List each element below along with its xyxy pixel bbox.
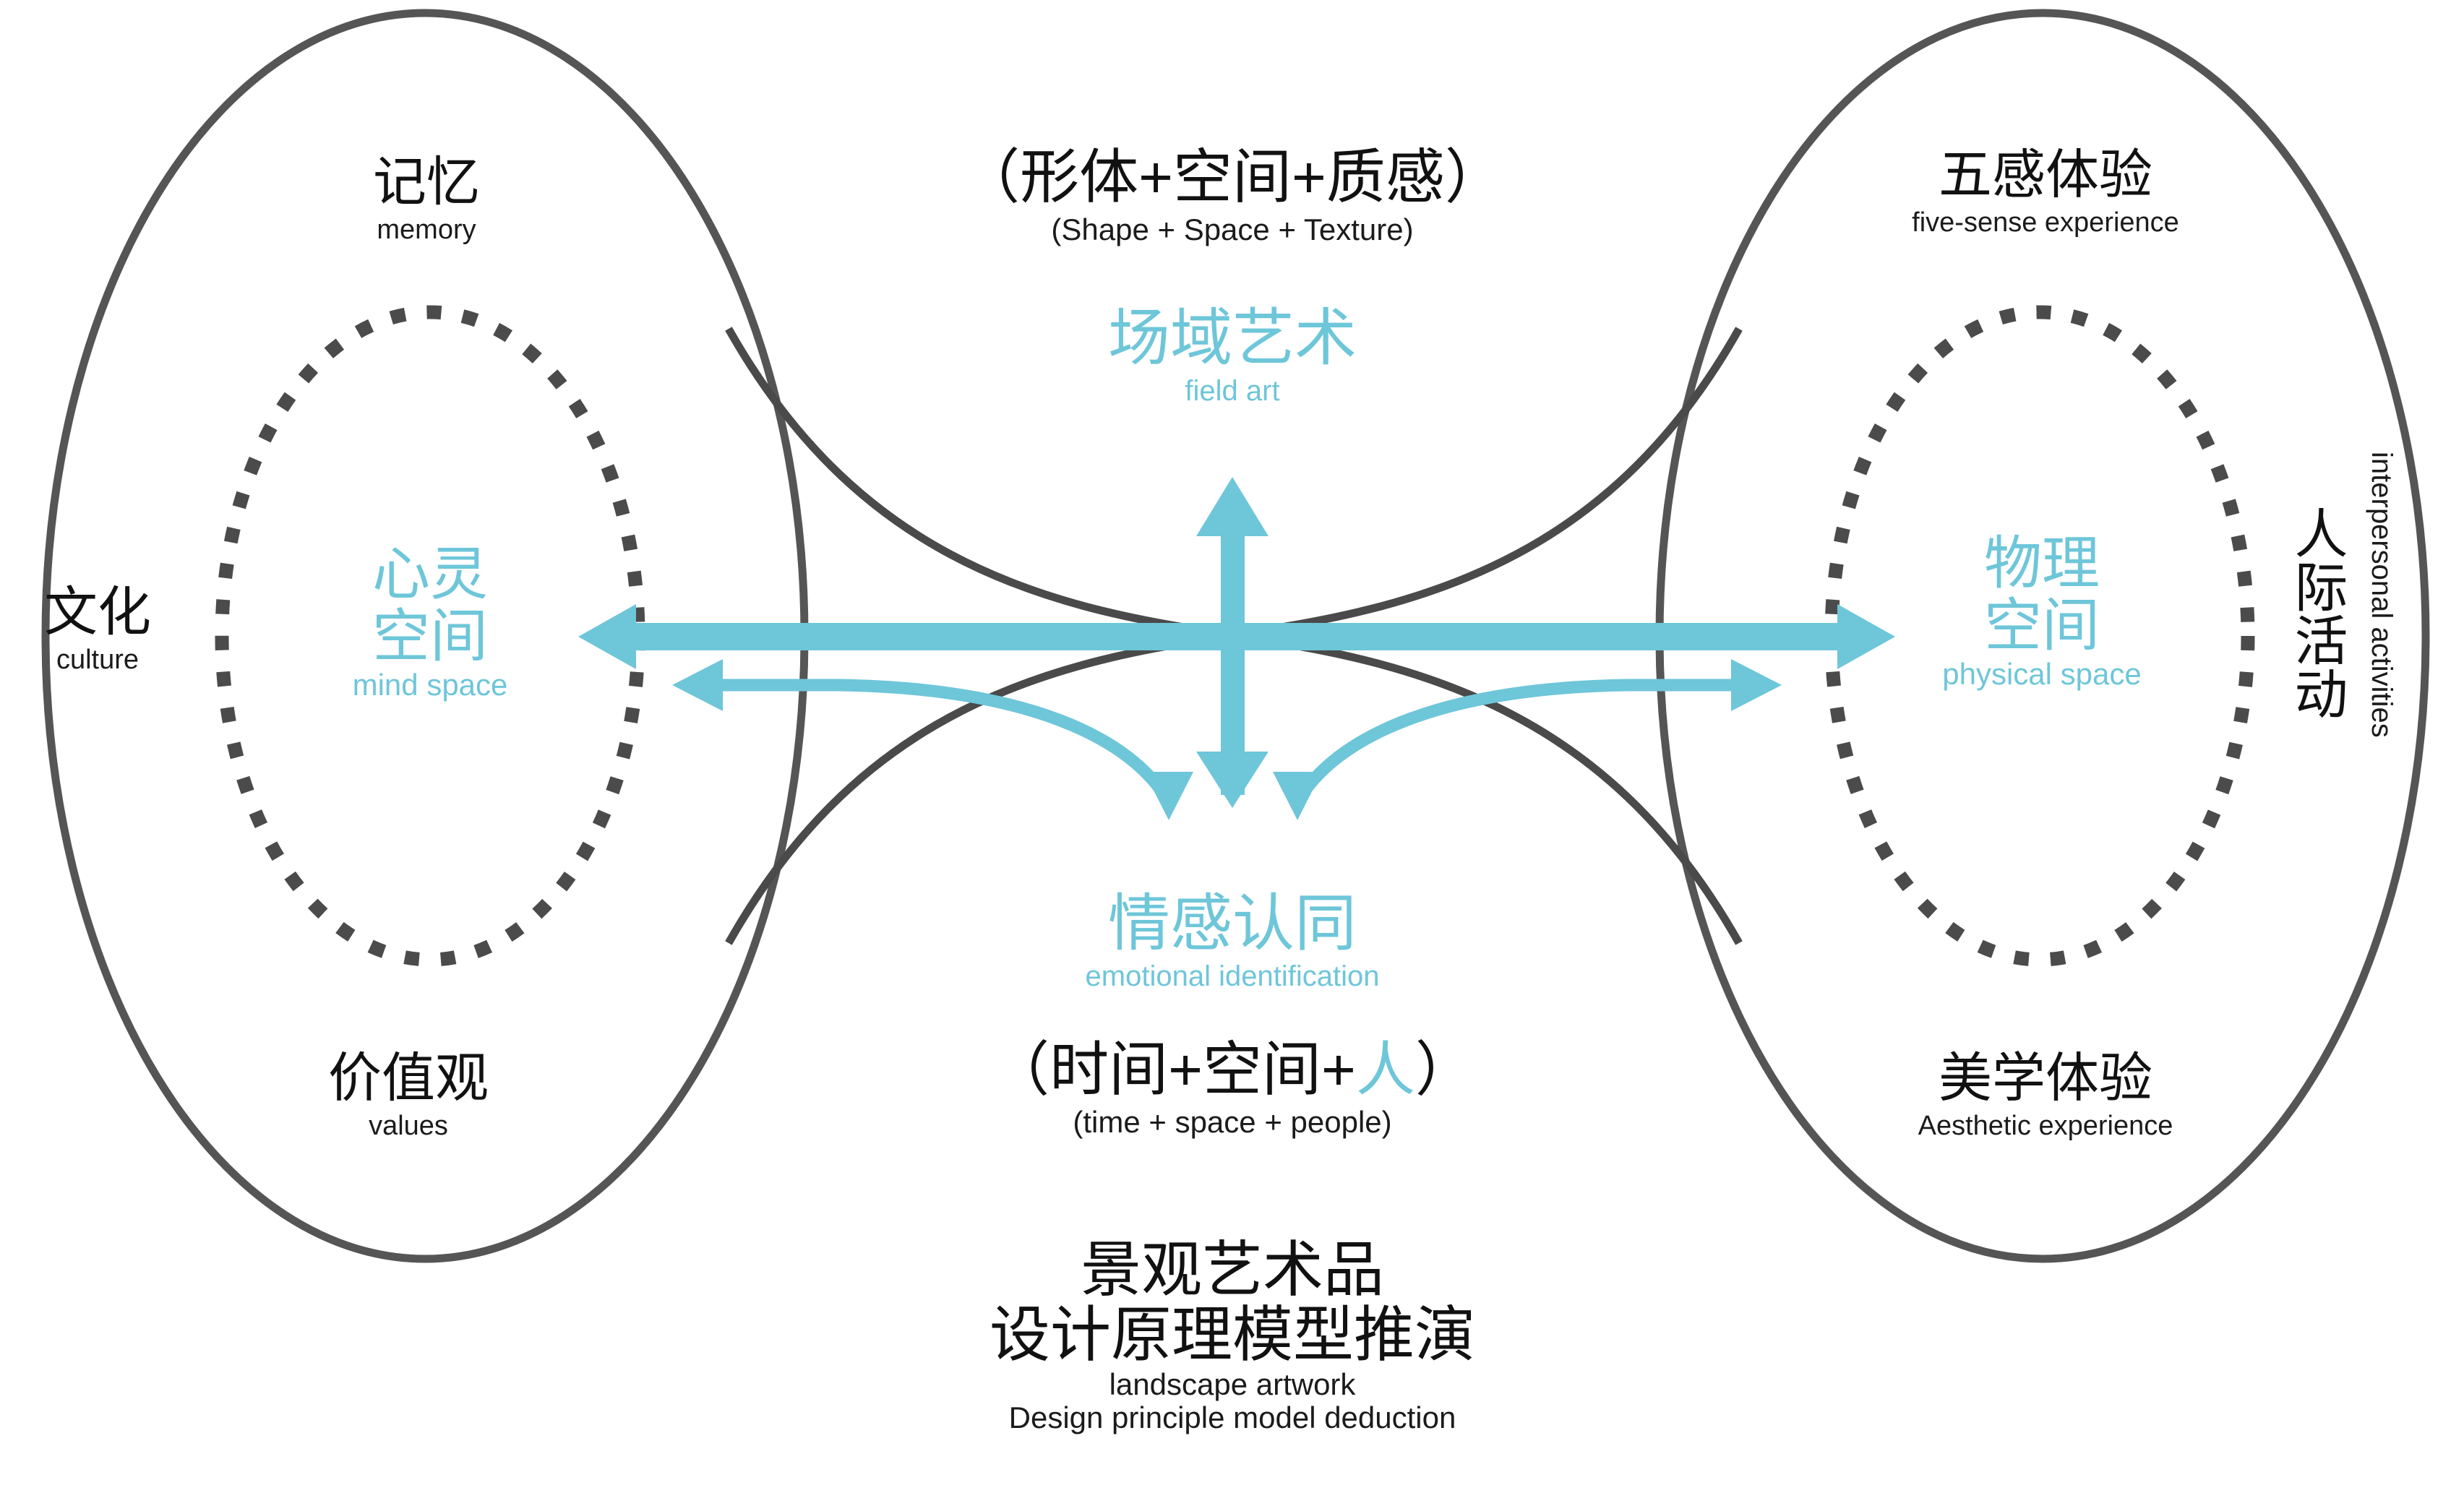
center-bottom-formula-en: (time + space + people)	[1073, 1105, 1392, 1139]
curved-arrow-down-left-head	[1144, 772, 1193, 820]
curved-arrow-left-head	[672, 659, 723, 711]
label-mind-space-en: mind space	[352, 668, 508, 702]
center-top-concept-en: field art	[1185, 375, 1280, 407]
center-bottom-formula-cn-prefix: （时间+空间+	[990, 1037, 1356, 1103]
curved-arrow-right-head	[1731, 659, 1782, 711]
main-horizontal-arrow-shaft	[618, 623, 1847, 650]
diagram-title-en-line2: Design principle model deduction	[1008, 1400, 1456, 1434]
label-culture-en: culture	[56, 645, 139, 675]
label-values-cn: 价值观	[328, 1048, 489, 1108]
center-top-concept-cn: 场域艺术	[1108, 304, 1357, 373]
curved-arrow-down-right-head	[1273, 772, 1322, 820]
center-bottom-formula-cn-accent: 人	[1355, 1037, 1415, 1103]
label-interpersonal-cn: 人际活动	[2287, 506, 2347, 720]
label-mind-space: 心灵 空间 mind space	[275, 546, 585, 700]
center-top-formula-en: (Shape + Space + Texture)	[1051, 212, 1414, 246]
label-culture: 文化 culture	[0, 585, 202, 674]
main-horizontal-arrow-head-right	[1837, 604, 1895, 669]
center-bottom-concept-en: emotional identification	[1085, 960, 1380, 992]
label-values: 价值观 values	[239, 1051, 578, 1140]
label-aesthetic: 美学体验 Aesthetic experience	[1836, 1051, 2255, 1140]
curved-arrow-left-tail	[690, 679, 1175, 806]
main-vertical-arrow-head-up	[1196, 477, 1269, 536]
label-memory-cn: 记忆	[373, 152, 480, 212]
label-memory-en: memory	[377, 215, 476, 245]
label-memory: 记忆 memory	[257, 155, 596, 244]
center-top-concept: 场域艺术 field art	[943, 307, 1521, 405]
diagram-title-cn-line1: 景观艺术品	[1080, 1236, 1384, 1304]
label-aesthetic-cn: 美学体验	[1939, 1048, 2152, 1108]
label-physical-space-cn-line1: 物理	[1984, 531, 2100, 595]
center-bottom-formula: （时间+空间+人） (time + space + people)	[835, 1041, 1630, 1137]
label-mind-space-cn-line1: 心灵	[372, 542, 488, 606]
neck-curve-upper-right	[1232, 327, 1743, 639]
center-bottom-concept-cn: 情感认同	[1108, 889, 1357, 958]
label-culture-cn: 文化	[44, 582, 151, 642]
diagram-title-en-line1: landscape artwork	[1109, 1367, 1356, 1401]
diagram-title-cn-line2: 设计原理模型推演	[989, 1301, 1475, 1369]
diagram-title: 景观艺术品 设计原理模型推演 landscape artwork Design …	[835, 1239, 1630, 1433]
label-physical-space-en: physical space	[1942, 657, 2142, 691]
center-bottom-concept: 情感认同 emotional identification	[943, 892, 1521, 991]
label-interpersonal-en: interpersonal activities	[2366, 452, 2398, 738]
center-top-formula-cn: （形体+空间+质感）	[961, 145, 1504, 210]
curved-arrow-right-tail	[1292, 679, 1764, 806]
center-bottom-formula-cn: （时间+空间+人）	[835, 1041, 1630, 1100]
center-bottom-formula-cn-suffix: ）	[1415, 1037, 1474, 1103]
label-five-sense-en: five-sense experience	[1912, 207, 2179, 238]
label-five-sense-cn: 五感体验	[1939, 145, 2152, 205]
label-aesthetic-en: Aesthetic experience	[1918, 1111, 2173, 1141]
main-vertical-arrow-head-down	[1196, 752, 1269, 808]
label-mind-space-cn-line2: 空间	[372, 604, 488, 668]
label-physical-space: 物理 空间 physical space	[1883, 535, 2201, 689]
label-values-en: values	[369, 1111, 448, 1141]
neck-curve-upper-left	[725, 327, 1233, 639]
label-five-sense: 五感体验 five-sense experience	[1836, 145, 2255, 238]
label-physical-space-cn-line2: 空间	[1984, 593, 2100, 658]
main-horizontal-arrow-head-left	[578, 604, 636, 669]
center-top-formula: （形体+空间+质感） (Shape + Space + Texture)	[799, 148, 1666, 245]
